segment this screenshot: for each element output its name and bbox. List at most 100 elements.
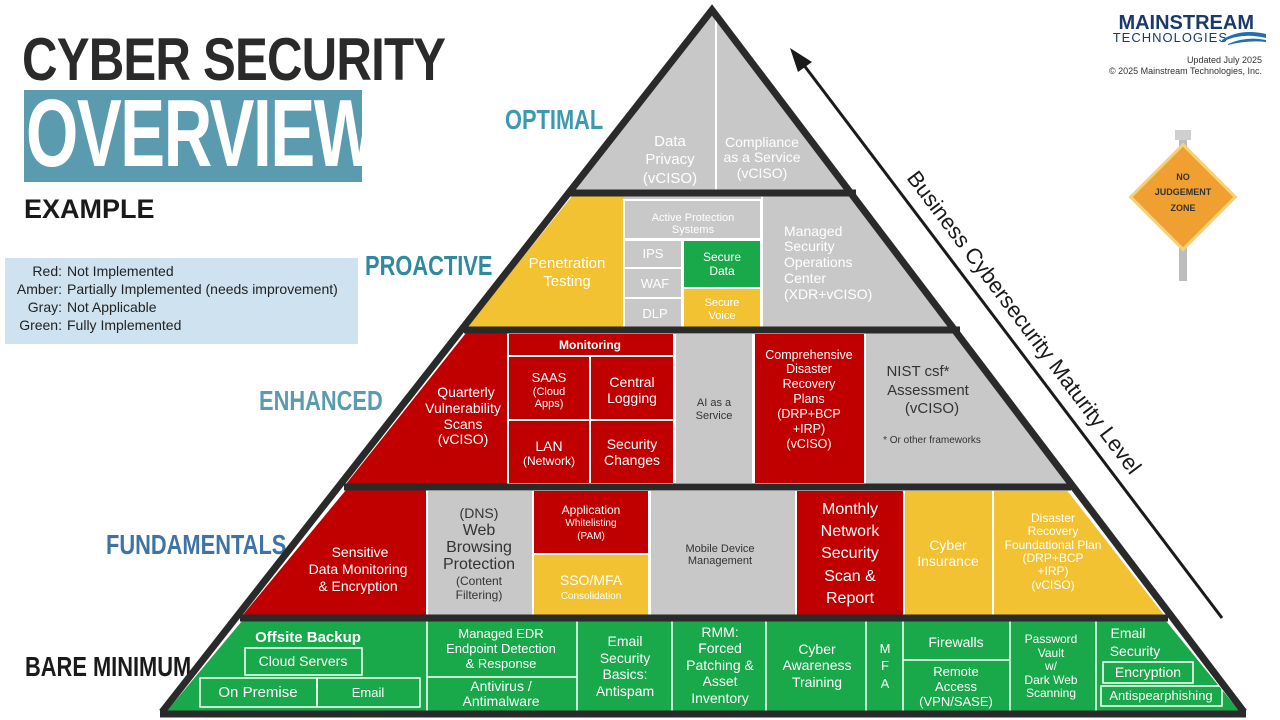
svg-text:Management: Management (688, 555, 752, 567)
cell-compliance: Compliance as a Service (vCISO) (723, 134, 800, 181)
svg-text:Active Protection: Active Protection (652, 212, 735, 224)
updated-date: Updated July 2025 (1186, 55, 1262, 65)
offsite-backup-label: Offsite Backup (255, 629, 361, 646)
svg-text:Secure: Secure (703, 250, 741, 264)
cell-cdrp (753, 332, 866, 485)
level-bare-minimum: BARE MINIMUM (25, 651, 192, 682)
cyber-insurance-label: Cyber Insurance (917, 537, 979, 569)
svg-text:Asset: Asset (702, 673, 737, 689)
svg-text:+IRP): +IRP) (1037, 564, 1068, 578)
legend-row-amber: Amber: Partially Implemented (needs impro… (5, 281, 358, 299)
svg-text:Awareness: Awareness (782, 657, 851, 673)
svg-text:Patching &: Patching & (686, 657, 754, 673)
level-optimal: OPTIMAL (505, 104, 604, 135)
svg-text:Mobile Device: Mobile Device (685, 543, 754, 555)
svg-text:Operations: Operations (784, 254, 852, 270)
legend-row-gray: Gray: Not Applicable (5, 299, 358, 317)
sso-label: SSO/MFA Consolidation (560, 572, 623, 602)
svg-text:as a Service: as a Service (723, 149, 800, 165)
svg-text:Managed: Managed (784, 223, 842, 239)
cell-cyber-insurance (903, 489, 994, 617)
color-legend: Red:Not Implemented Amber:Partially Impl… (5, 258, 358, 344)
legend-value: Not Applicable (67, 299, 157, 315)
secure-voice-label: Secure Voice (705, 297, 740, 322)
svg-text:Privacy: Privacy (645, 151, 695, 168)
antispearphishing-label: Antispearphishing (1109, 688, 1212, 703)
svg-text:Security: Security (1110, 643, 1161, 659)
svg-text:Antimalware: Antimalware (462, 693, 539, 709)
vuln-scans-label: Quarterly Vulnerability Scans (vCISO) (425, 384, 501, 447)
svg-text:Assessment: Assessment (887, 382, 970, 399)
svg-text:(vCISO): (vCISO) (643, 170, 697, 187)
svg-text:Disaster: Disaster (1031, 511, 1075, 525)
svg-text:Data: Data (654, 133, 686, 150)
svg-text:Testing: Testing (543, 273, 591, 290)
cell-password-vault: Password Vault w/ Dark Web Scanning (1024, 632, 1077, 700)
svg-text:Password: Password (1025, 632, 1078, 646)
encryption-label: Encryption (1115, 664, 1181, 680)
brand-wave-logo (1222, 32, 1266, 45)
svg-text:(DRP+BCP: (DRP+BCP (1022, 551, 1083, 565)
cell-nist: NIST csf* Assessment (vCISO) (886, 363, 969, 417)
svg-text:Logging: Logging (607, 390, 657, 406)
svg-text:Whitelisting: Whitelisting (565, 518, 616, 529)
cell-pen-testing (466, 195, 624, 328)
cell-remote-access: Remote Access (VPN/SASE) (919, 664, 993, 709)
svg-text:Comprehensive: Comprehensive (765, 348, 853, 362)
level-fundamentals: FUNDAMENTALS (106, 529, 287, 560)
cell-awareness-training: Cyber Awareness Training (782, 641, 851, 690)
svg-text:NO: NO (1176, 172, 1190, 182)
legend-key: Gray: (27, 299, 62, 315)
svg-text:(vCISO): (vCISO) (438, 431, 489, 447)
svg-text:Email: Email (607, 633, 642, 649)
svg-text:Protection: Protection (443, 556, 515, 573)
cell-edr: Managed EDR Endpoint Detection & Respons… (446, 626, 556, 671)
svg-text:w/: w/ (1044, 659, 1058, 673)
maturity-arrow (798, 59, 1224, 619)
nist-note: * Or other frameworks (883, 435, 981, 446)
cell-dlp: DLP (642, 306, 667, 321)
svg-text:Insurance: Insurance (917, 553, 979, 569)
legend-key: Amber: (16, 281, 62, 297)
svg-text:A: A (881, 676, 890, 691)
svg-text:(Cloud: (Cloud (533, 386, 565, 398)
level-proactive: PROACTIVE (365, 250, 493, 281)
svg-text:Plans: Plans (793, 392, 824, 406)
svg-text:Data: Data (709, 264, 735, 278)
svg-text:(vCISO): (vCISO) (905, 400, 959, 417)
title-highlight (24, 90, 362, 182)
cell-lan: LAN (Network) (523, 438, 575, 468)
svg-text:Monthly: Monthly (822, 501, 878, 518)
svg-text:AI as a: AI as a (697, 397, 732, 409)
svg-text:JUDGEMENT: JUDGEMENT (1155, 187, 1212, 197)
svg-text:Remote: Remote (933, 664, 979, 679)
svg-text:+IRP): +IRP) (793, 422, 825, 436)
svg-text:Systems: Systems (672, 224, 715, 236)
svg-text:Vault: Vault (1038, 646, 1065, 660)
brand-name-line2: TECHNOLOGIES (1112, 30, 1228, 45)
svg-text:Quarterly: Quarterly (437, 384, 495, 400)
svg-text:(vCISO): (vCISO) (786, 437, 831, 451)
svg-text:Apps): Apps) (535, 398, 564, 410)
cell-sensitive-data (242, 490, 426, 616)
svg-text:Antivirus /: Antivirus / (470, 678, 532, 694)
svg-text:(PAM): (PAM) (577, 531, 605, 542)
legend-value: Partially Implemented (needs improvement… (67, 281, 338, 297)
svg-text:(vCISO): (vCISO) (1031, 578, 1074, 592)
legend-value: Fully Implemented (67, 317, 182, 333)
app-whitelisting-label: Application Whitelisting (PAM) (562, 503, 621, 542)
svg-text:& Response: & Response (466, 656, 537, 671)
svg-text:Antispam: Antispam (596, 683, 654, 699)
svg-text:RMM:: RMM: (701, 624, 738, 640)
svg-text:Central: Central (609, 374, 654, 390)
svg-text:Report: Report (826, 590, 875, 607)
cell-ips: IPS (643, 246, 664, 261)
page-title-overview: OVERVIEW (26, 80, 377, 187)
monthly-scan-label: Monthly Network Security Scan & Report (821, 501, 881, 607)
svg-text:LAN: LAN (535, 438, 562, 454)
svg-text:(vCISO): (vCISO) (737, 165, 788, 181)
svg-text:Access: Access (935, 679, 977, 694)
cell-saas: SAAS (Cloud Apps) (532, 370, 567, 410)
cdrp-label: Comprehensive Disaster Recovery Plans (D… (765, 348, 853, 451)
arrow-head (790, 48, 812, 72)
